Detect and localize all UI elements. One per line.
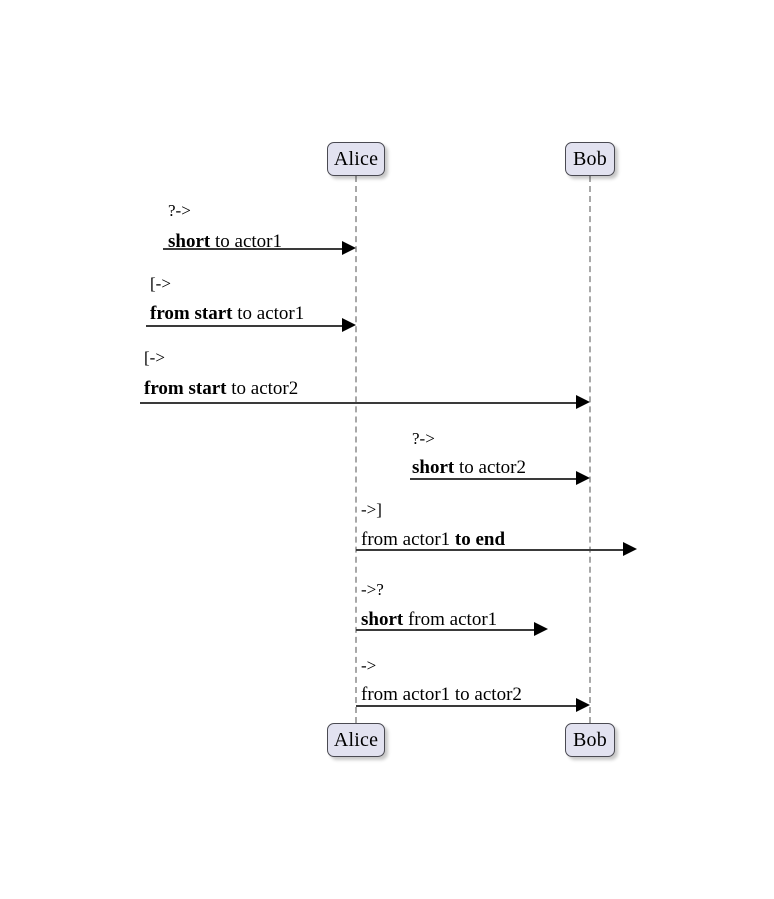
message-line-3 [140,402,576,404]
message-label-6: short from actor1 [361,610,497,629]
message-label-part: from actor1 [361,529,455,550]
message-label-part: from actor1 to actor2 [361,684,522,705]
message-label-part: to actor1 [232,303,305,324]
message-line-2 [146,325,342,327]
message-label-part: to actor2 [226,378,299,399]
message-arrowhead-3 [576,395,590,409]
message-line-6 [356,629,534,631]
message-hint-2: [-> [150,274,171,293]
message-label-part: to actor1 [210,231,282,252]
message-arrowhead-7 [576,698,590,712]
participant-box-alice-bottom[interactable]: Alice [327,723,385,757]
lifeline-bob [589,176,591,723]
message-label-part: from start [150,303,233,324]
participant-box-alice-top[interactable]: Alice [327,142,385,176]
message-label-part: to actor2 [454,457,526,478]
participant-label-alice: Alice [333,148,379,170]
lifeline-alice [355,176,357,723]
message-hint-3: [-> [144,348,165,367]
message-label-part: from actor1 [403,609,498,630]
participant-label-bob: Bob [573,148,607,170]
participant-box-bob-top[interactable]: Bob [565,142,615,176]
message-line-4 [410,478,576,480]
message-label-3: from start to actor2 [144,379,298,398]
message-label-part: from start [144,378,227,399]
participant-box-bob-bottom[interactable]: Bob [565,723,615,757]
message-line-5 [356,549,623,551]
message-hint-6: ->? [361,580,384,599]
message-arrowhead-4 [576,471,590,485]
participant-label-bob: Bob [573,729,607,751]
message-label-part: short [361,609,404,630]
message-label-part: short [168,231,211,252]
message-hint-4: ?-> [412,429,435,448]
message-arrowhead-6 [534,622,548,636]
message-hint-1: ?-> [168,201,191,220]
message-label-part: short [412,457,455,478]
message-label-7: from actor1 to actor2 [361,685,522,704]
message-line-7 [356,705,576,707]
message-label-part: to end [454,529,506,550]
message-label-4: short to actor2 [412,458,526,477]
message-label-2: from start to actor1 [150,304,304,323]
message-line-1 [163,248,342,250]
message-label-5: from actor1 to end [361,530,505,549]
message-arrowhead-1 [342,241,356,255]
message-hint-7: -> [361,656,377,675]
participant-label-alice: Alice [333,729,379,751]
message-arrowhead-5 [623,542,637,556]
message-hint-5: ->] [361,500,382,519]
message-arrowhead-2 [342,318,356,332]
message-label-1: short to actor1 [168,232,282,251]
